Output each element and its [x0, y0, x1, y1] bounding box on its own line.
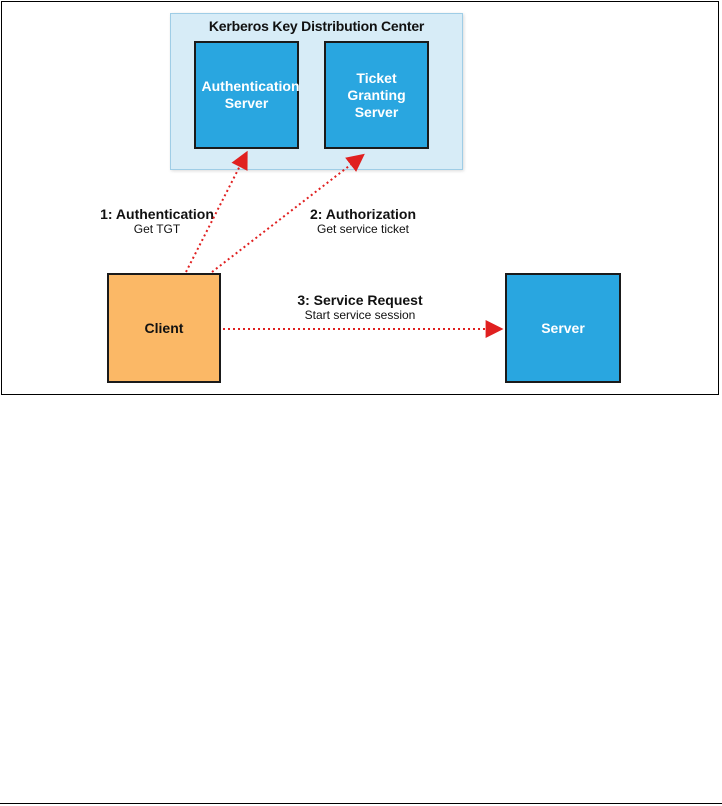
client-label: Client — [144, 319, 184, 336]
ticket-granting-server-label: Ticket Granting Server — [347, 69, 406, 120]
server-box: Server — [505, 273, 621, 383]
step-1-label: 1: Authentication Get TGT — [94, 206, 220, 236]
step-2-subtitle: Get service ticket — [316, 222, 410, 236]
step-2-label: 2: Authorization Get service ticket — [300, 206, 426, 236]
kdc-title: Kerberos Key Distribution Center — [208, 18, 425, 34]
step-3-subtitle: Start service session — [304, 308, 416, 322]
step-1-subtitle: Get TGT — [133, 222, 181, 236]
step-3-label: 3: Service Request Start service session — [280, 292, 440, 322]
step-1-title: 1: Authentication — [100, 206, 214, 222]
step-3-title: 3: Service Request — [297, 292, 423, 308]
authentication-server-label: Authentication Server — [201, 78, 300, 111]
server-label: Server — [541, 319, 585, 336]
client-box: Client — [107, 273, 221, 383]
bottom-rule — [0, 803, 722, 804]
ticket-granting-server-box: Ticket Granting Server — [324, 41, 429, 149]
step-2-title: 2: Authorization — [309, 206, 417, 222]
authentication-server-box: Authentication Server — [194, 41, 300, 149]
